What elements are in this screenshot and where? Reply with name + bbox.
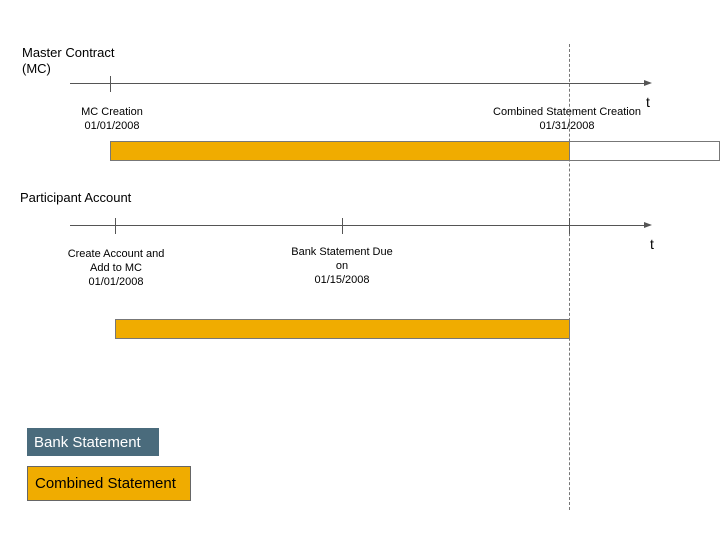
mc-creation-date: 01/01/2008	[84, 120, 140, 132]
combined-statement-creation-label: Combined Statement Creation	[493, 106, 641, 118]
bank-statement-due-label-line1: Bank Statement Due	[291, 246, 393, 258]
combined-statement-creation-date: 01/31/2008	[539, 120, 595, 132]
master-contract-title-line1: Master Contract	[22, 45, 115, 60]
bank-statement-due-date: 01/15/2008	[314, 274, 370, 286]
create-account-label-line2: Add to MC	[90, 262, 142, 274]
mc-axis-end-label: t	[646, 94, 650, 110]
statement-date-guide-line	[569, 44, 570, 510]
create-account-event: Create Account and Add to MC 01/01/2008	[56, 247, 176, 289]
mc-combined-statement-bar	[110, 141, 570, 161]
create-account-label-line1: Create Account and	[67, 248, 165, 260]
pa-statement-tick	[569, 218, 570, 234]
create-account-tick	[115, 218, 116, 234]
mc-creation-event: MC Creation 01/01/2008	[52, 105, 172, 133]
bank-statement-due-event: Bank Statement Due on 01/15/2008	[272, 245, 412, 287]
legend-bank-statement-label: Bank Statement	[34, 433, 141, 451]
pa-timeline-axis	[70, 225, 645, 226]
pa-combined-statement-bar	[115, 319, 570, 339]
mc-axis-arrowhead	[644, 80, 652, 86]
master-contract-title-line2: (MC)	[22, 61, 51, 76]
create-account-date: 01/01/2008	[88, 276, 144, 288]
bank-statement-due-tick	[342, 218, 343, 234]
master-contract-title: Master Contract (MC)	[22, 45, 114, 77]
bank-statement-due-label-line2: on	[335, 260, 349, 272]
legend-bank-statement: Bank Statement	[27, 428, 159, 456]
mc-timeline-axis	[70, 83, 645, 84]
participant-account-title: Participant Account	[20, 190, 132, 205]
pa-axis-arrowhead	[644, 222, 652, 228]
legend-combined-statement-label: Combined Statement	[35, 475, 176, 492]
pa-axis-end-label: t	[650, 236, 654, 252]
mc-creation-tick	[110, 76, 111, 92]
mc-creation-label: MC Creation	[81, 106, 143, 118]
legend-combined-statement: Combined Statement	[27, 466, 191, 501]
combined-statement-creation-event: Combined Statement Creation 01/31/2008	[482, 105, 652, 133]
mc-post-statement-bar	[569, 141, 720, 161]
